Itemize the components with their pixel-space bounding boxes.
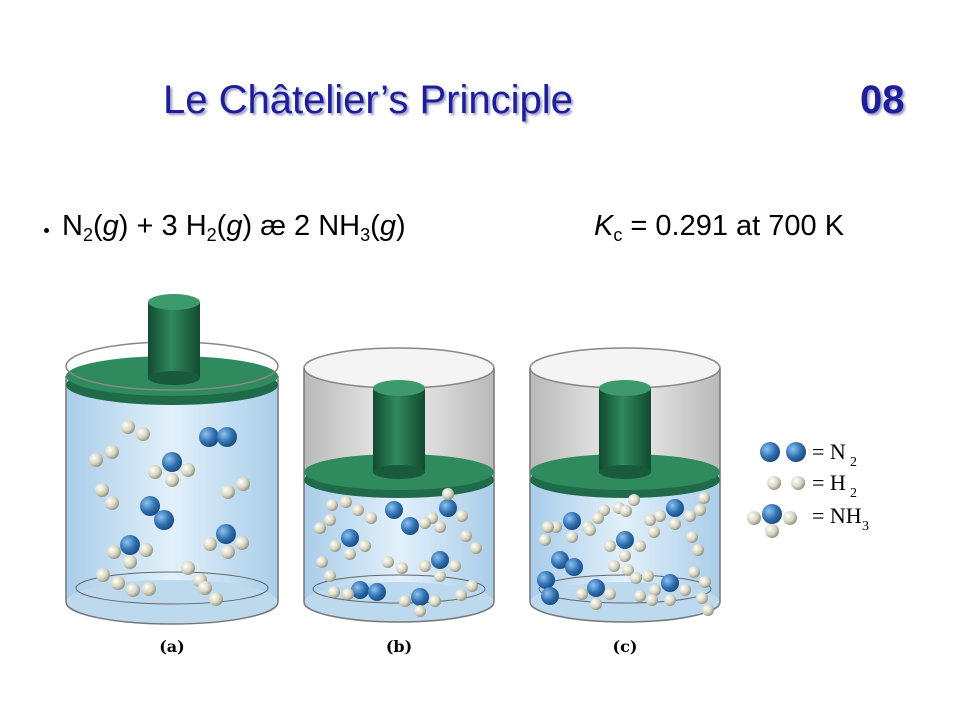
h2-molecule — [89, 445, 119, 467]
equilibrium-constant: Kc = 0.291 at 700 K — [594, 210, 844, 246]
kc-sub: c — [613, 225, 623, 245]
kc-symbol: K — [594, 210, 614, 242]
n2-molecule — [537, 571, 559, 605]
panel-label-a: (a) — [159, 637, 185, 656]
legend-nh3: = NH 3 — [747, 503, 869, 538]
nh3-molecule — [203, 524, 249, 559]
n2-molecule — [385, 501, 419, 535]
kc-value: = 0.291 at 700 K — [622, 210, 845, 242]
eq-h2-sub: 2 — [206, 225, 217, 245]
h2-molecule — [96, 568, 125, 590]
h2-molecule — [316, 556, 336, 582]
h2-molecule — [686, 531, 704, 556]
h2-molecule — [688, 566, 711, 588]
eq-arrow-nh3: æ 2 NH — [252, 210, 361, 242]
h2-molecule — [696, 592, 714, 616]
nh3-molecule — [107, 535, 153, 569]
nh3-molecule — [576, 579, 616, 610]
h2-molecule — [328, 586, 354, 600]
h2-molecule — [630, 570, 654, 584]
legend-nh3-text: = NH — [812, 503, 862, 528]
eq-n2-sub: 2 — [82, 225, 93, 245]
h2-molecule — [694, 492, 710, 516]
panel-label-b: (b) — [386, 637, 412, 656]
legend-n2: = N 2 — [760, 439, 857, 470]
h2-molecule — [95, 483, 119, 510]
eq-g3: g — [379, 210, 396, 242]
molecules-b — [314, 488, 482, 617]
h2-molecule — [121, 420, 150, 441]
nh3-molecule — [419, 551, 461, 582]
eq-g2: g — [226, 210, 243, 242]
nh3-molecule — [649, 574, 691, 606]
slide-number: 08 — [860, 78, 905, 122]
legend-h2-sub: 2 — [850, 486, 857, 501]
panel-label-c: (c) — [613, 637, 638, 656]
legend-h2-text: = H — [812, 470, 846, 495]
h2-molecule — [584, 512, 604, 536]
eq-g1: g — [102, 210, 119, 242]
n2-molecule — [551, 551, 583, 576]
n2-molecule — [199, 427, 237, 447]
h2-molecule — [326, 496, 352, 511]
molecules-c — [537, 492, 714, 616]
h2-molecule — [126, 582, 156, 597]
h2-molecule — [634, 590, 658, 606]
h2-molecule — [198, 581, 223, 606]
h2-molecule — [460, 530, 482, 554]
legend: = N 2 = H 2 = NH 3 — [747, 439, 869, 538]
nh3-molecule — [148, 452, 195, 487]
bullet-dot — [44, 228, 49, 233]
molecules-a — [89, 420, 250, 606]
h2-molecule — [455, 580, 478, 601]
legend-n2-text: = N — [812, 439, 846, 464]
h2-molecule — [608, 560, 634, 576]
n2-molecule — [140, 496, 174, 530]
h2-molecule — [539, 521, 554, 546]
h2-molecule — [620, 494, 640, 517]
nh3-molecule — [604, 531, 646, 562]
nh3-molecule — [399, 588, 441, 617]
n2-molecule — [351, 581, 386, 601]
eq-nh3-sub: 3 — [360, 225, 371, 245]
legend-h2: = H 2 — [767, 470, 857, 501]
nh3-molecule — [654, 499, 696, 530]
legend-nh3-sub: 3 — [862, 519, 869, 534]
h2-molecule — [221, 477, 250, 499]
reaction-equation: N2(g) + 3 H2(g) æ 2 NH3(g) — [62, 210, 406, 245]
h2-molecule — [314, 514, 336, 534]
h2-molecule — [382, 556, 408, 574]
eq-plus-h2: + 3 H — [128, 210, 207, 242]
nh3-molecule — [329, 529, 371, 560]
cylinder-c — [529, 347, 721, 623]
legend-n2-sub: 2 — [850, 455, 857, 470]
eq-n2: N — [62, 210, 83, 242]
slide-title: Le Châtelier’s Principle — [163, 78, 573, 122]
h2-molecule — [644, 514, 660, 538]
h2-molecule — [419, 517, 446, 533]
h2-molecule — [352, 504, 377, 524]
